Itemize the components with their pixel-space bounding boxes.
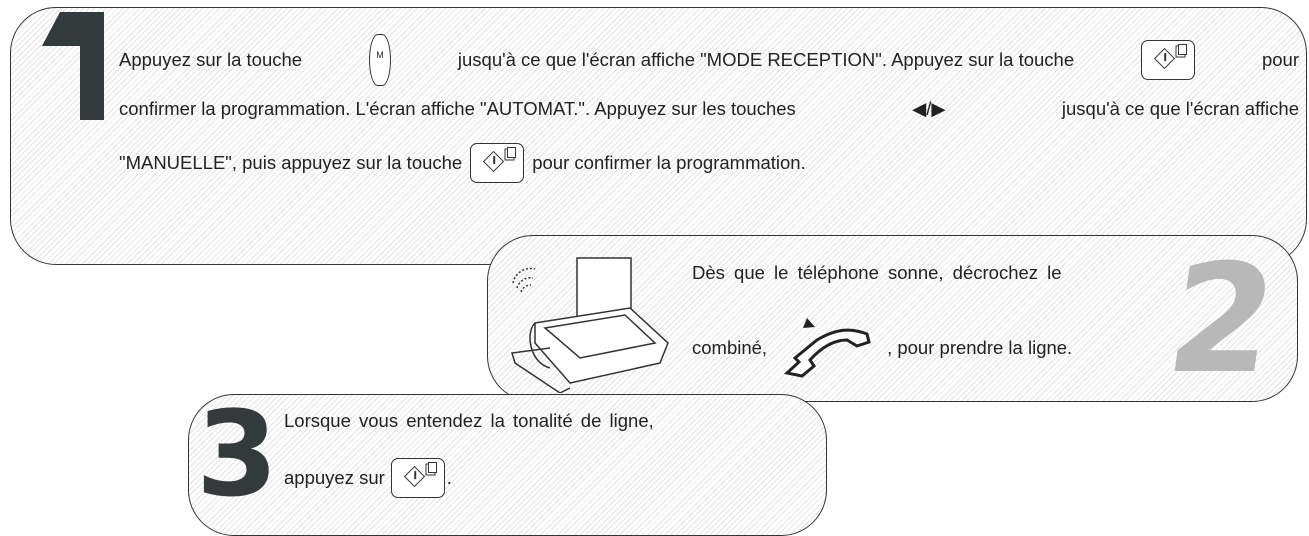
step-3-line-1: Lorsque vous entendez la tonalité de lig… xyxy=(284,410,814,432)
start-copy-key-icon xyxy=(390,458,445,498)
step-1-line-2: confirmer la programmation. L'écran affi… xyxy=(119,98,1299,120)
text: . xyxy=(446,467,452,488)
step-1-panel xyxy=(10,7,1307,265)
text: Appuyez sur la touche xyxy=(119,49,303,70)
step-3-number: 3 xyxy=(196,385,279,523)
text: jusqu'à ce que l'écran affiche "MODE REC… xyxy=(457,49,1075,70)
text: Lorsque vous entendez la tonalité de lig… xyxy=(284,410,654,431)
m-key-icon: M xyxy=(368,34,391,86)
handset-icon xyxy=(783,318,871,378)
step-1-line-1: Appuyez sur la touche M jusqu'à ce que l… xyxy=(119,34,1299,86)
text: appuyez sur xyxy=(284,467,385,488)
text: , pour prendre la ligne. xyxy=(887,337,1073,358)
start-copy-key-icon xyxy=(1141,40,1196,80)
step-3-line-2: appuyez sur . xyxy=(284,458,452,498)
step-2-line-1: Dès que le téléphone sonne, décrochez le xyxy=(692,262,1142,284)
text: combiné, xyxy=(692,337,768,358)
step-1-number xyxy=(42,12,104,120)
arrow-keys-icon: ◀/▶ xyxy=(912,98,946,119)
step-2-line-2: combiné, , pour prendre la ligne. xyxy=(692,318,1072,378)
start-copy-key-icon xyxy=(470,143,525,183)
text: confirmer la programmation. L'écran affi… xyxy=(119,98,796,119)
text: jusqu'à ce que l'écran affiche xyxy=(1061,98,1299,119)
text: pour confirmer la programmation. xyxy=(532,152,806,173)
text: "MANUELLE", puis appuyez sur la touche xyxy=(119,152,463,173)
step-2-number: 2 xyxy=(1157,233,1287,407)
text: Dès que le téléphone sonne, décrochez le xyxy=(692,262,1062,283)
step-1-line-3: "MANUELLE", puis appuyez sur la touche p… xyxy=(119,143,806,183)
text: pour xyxy=(1261,49,1299,70)
fax-machine-icon xyxy=(511,257,669,393)
